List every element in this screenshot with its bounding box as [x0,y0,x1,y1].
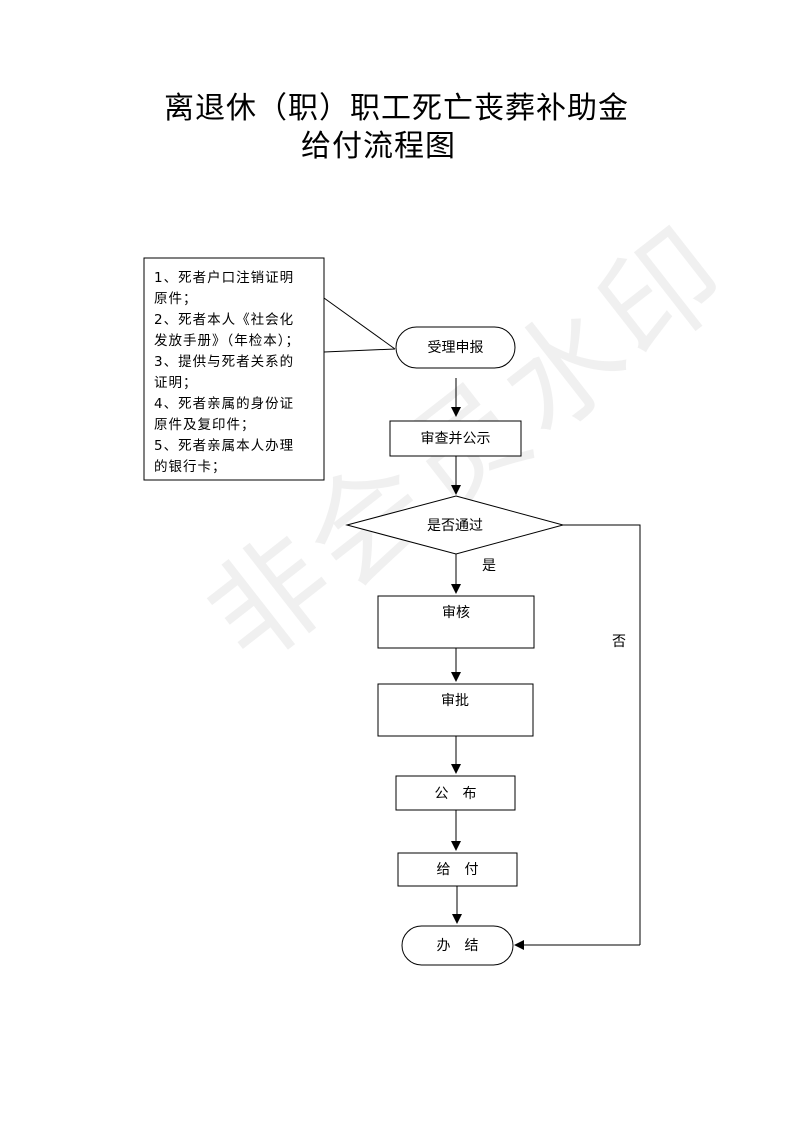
yes-label: 是 [482,558,496,574]
note-line: 原件及复印件； [154,416,256,433]
node-finish [401,925,514,966]
node-accept [395,326,516,369]
note-line: 的银行卡； [154,459,227,475]
node-review-label: 审查并公示 [421,431,491,447]
requirements-text: 1、死者户口注销证明 原件； 2、死者本人《社会化 发放手册》（年检本）； 3、… [154,269,300,475]
no-label: 否 [612,634,626,650]
note-line: 证明； [154,375,198,391]
node-publish-label: 公 布 [435,786,477,802]
node-publish [395,775,516,811]
node-approve-label: 审批 [441,693,469,709]
node-decision-label: 是否通过 [427,518,483,534]
note-line: 2、死者本人《社会化 [154,312,294,328]
note-line: 4、死者亲属的身份证 [154,396,294,412]
node-approve [377,683,534,737]
requirements-box [143,257,325,481]
no-branch-line [563,524,641,945]
note-line: 发放手册》（年检本）； [154,333,300,349]
note-line: 原件； [154,291,198,307]
node-pay [397,852,518,887]
note-line: 3、提供与死者关系的 [154,354,294,370]
node-finish-label: 办 结 [437,938,479,954]
page-title: 离退休（职）职工死亡丧葬补助金 [164,91,629,126]
callout-line [323,297,396,350]
node-accept-label: 受理申报 [428,340,484,356]
callout-line [323,348,396,353]
note-line: 1、死者户口注销证明 [154,269,294,286]
node-audit-label: 审核 [442,605,470,621]
node-audit [377,595,535,649]
page-subtitle: 给付流程图 [301,129,456,164]
node-review [389,420,522,457]
note-line: 5、死者亲属本人办理 [154,438,294,454]
node-pay-label: 给 付 [437,862,479,878]
